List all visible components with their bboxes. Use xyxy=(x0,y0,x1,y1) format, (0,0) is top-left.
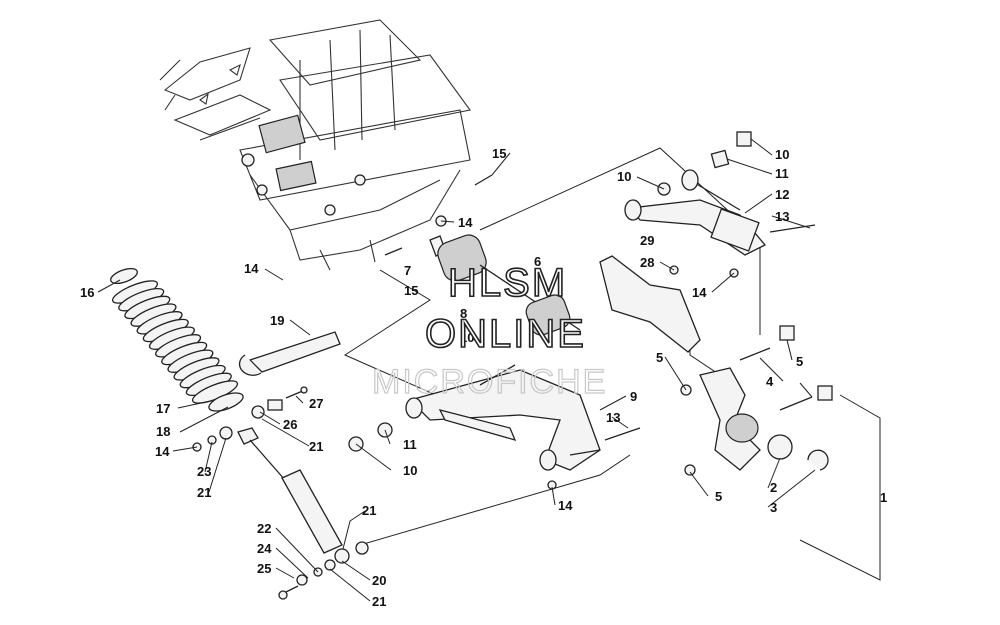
callout-13: 13 xyxy=(775,209,789,224)
callout-20: 20 xyxy=(372,573,386,588)
callout-14: 14 xyxy=(155,444,170,459)
callout-10: 10 xyxy=(403,463,417,478)
callout-14: 14 xyxy=(558,498,573,513)
callout-21: 21 xyxy=(372,594,386,609)
spanner-wrench xyxy=(238,331,341,376)
watermark-microfiche: MICROFICHE xyxy=(372,363,607,401)
callout-15: 15 xyxy=(404,283,418,298)
callout-9: 9 xyxy=(630,389,637,404)
callout-28: 28 xyxy=(640,255,654,270)
callout-24: 24 xyxy=(257,541,272,556)
callout-22: 22 xyxy=(257,521,271,536)
callout-14: 14 xyxy=(692,285,707,300)
callout-13: 13 xyxy=(606,410,620,425)
callout-10: 10 xyxy=(617,169,631,184)
callout-26: 26 xyxy=(283,417,297,432)
upper-a-arm xyxy=(624,131,816,278)
watermark: MICROFICHE ONLINE HLSM xyxy=(371,260,607,401)
callout-16: 16 xyxy=(80,285,94,300)
callout-8: 8 xyxy=(460,306,467,321)
callout-7: 7 xyxy=(404,263,411,278)
callout-17: 17 xyxy=(156,401,170,416)
callout-2: 2 xyxy=(770,480,777,495)
watermark-hlsm: HLSM xyxy=(448,261,567,305)
knuckle-bearing-carrier xyxy=(680,325,833,476)
callout-14: 14 xyxy=(458,215,473,230)
callout-21: 21 xyxy=(309,439,323,454)
callout-10: 10 xyxy=(775,147,789,162)
callout-11: 11 xyxy=(775,166,789,181)
callout-19: 19 xyxy=(270,313,284,328)
callout-23: 23 xyxy=(197,464,211,479)
callout-27: 27 xyxy=(309,396,323,411)
coil-spring xyxy=(110,267,244,412)
callout-5: 5 xyxy=(656,350,663,365)
callout-1: 1 xyxy=(880,490,887,505)
callout-18: 18 xyxy=(156,424,170,439)
callout-5: 5 xyxy=(796,354,803,369)
callout-11: 11 xyxy=(403,437,417,452)
callout-15: 15 xyxy=(492,146,506,161)
callout-12: 12 xyxy=(775,187,789,202)
watermark-online: ONLINE xyxy=(425,312,586,356)
callout-10: 10 xyxy=(460,330,474,345)
upper-shock-hardware xyxy=(192,386,308,452)
callout-3: 3 xyxy=(770,500,777,515)
shock-absorber xyxy=(237,427,369,600)
callout-6: 6 xyxy=(534,254,541,269)
callout-5: 5 xyxy=(715,489,722,504)
callout-21: 21 xyxy=(197,485,211,500)
callout-14: 14 xyxy=(244,261,259,276)
callout-29: 29 xyxy=(640,233,654,248)
leader-lines xyxy=(97,138,816,602)
callout-4: 4 xyxy=(766,374,774,389)
skid-plate xyxy=(599,255,701,353)
callout-21: 21 xyxy=(362,503,376,518)
callout-labels: 15 10 11 10 12 13 14 14 6 7 15 29 28 14 … xyxy=(80,146,887,609)
frame-assembly xyxy=(159,19,471,271)
callout-25: 25 xyxy=(257,561,271,576)
